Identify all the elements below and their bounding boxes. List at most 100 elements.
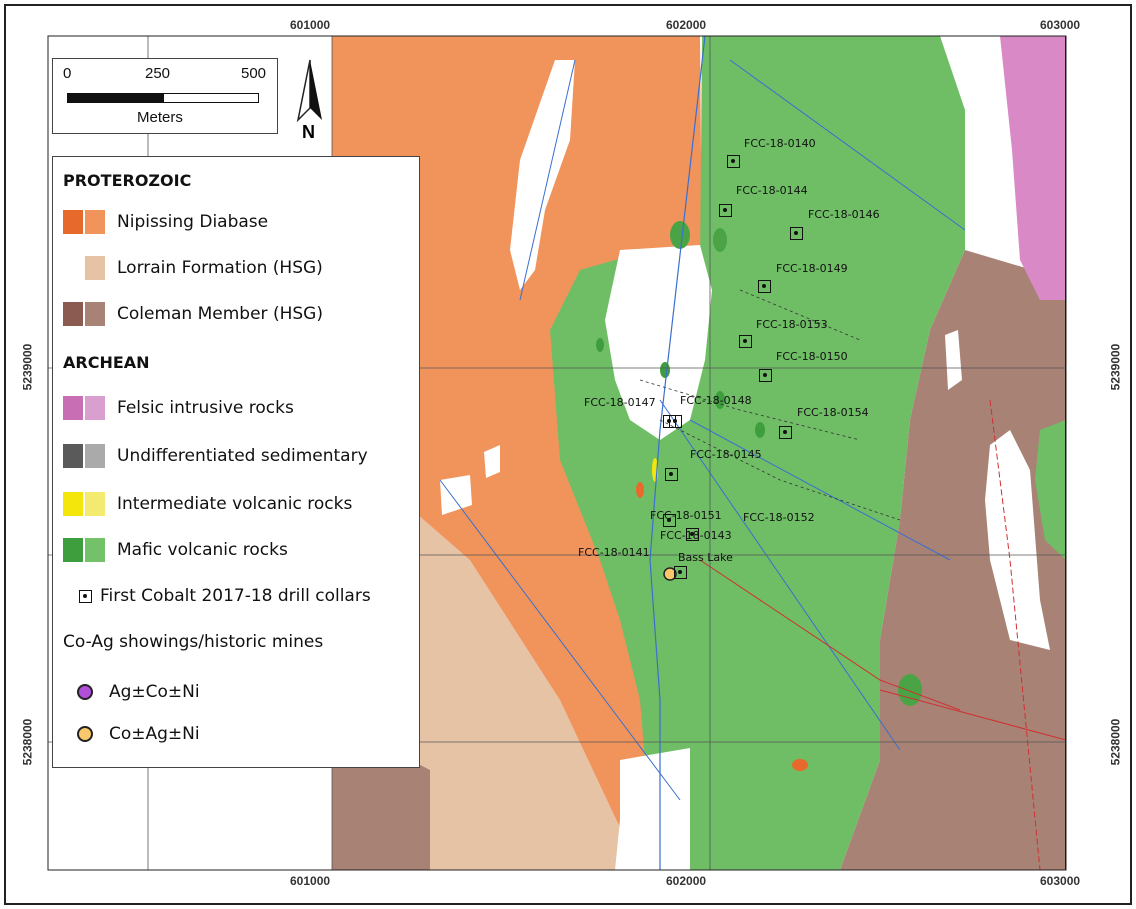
coleman-member-area-right xyxy=(840,250,1066,870)
swatch-mafic-dark xyxy=(63,538,83,562)
drill-hole-label: FCC-18-0146 xyxy=(808,208,880,221)
legend-item-drill: First Cobalt 2017-18 drill collars xyxy=(63,583,371,609)
legend-label-coleman: Coleman Member (HSG) xyxy=(117,304,323,324)
map-legend: PROTEROZOIC Nipissing Diabase Lorrain Fo… xyxy=(52,156,420,768)
drill-collar-0146 xyxy=(790,227,803,240)
outcrop-ne xyxy=(945,330,962,390)
legend-item-nipissing: Nipissing Diabase xyxy=(63,209,268,235)
legend-label-co: Co±Ag±Ni xyxy=(109,724,200,744)
swatch-nipissing-dark xyxy=(63,210,83,234)
coord-top-601000: 601000 xyxy=(290,18,331,32)
drill-hole-label: FCC-18-0148 xyxy=(680,394,752,407)
coord-bottom-602000: 602000 xyxy=(666,874,707,888)
coord-top-602000: 602000 xyxy=(666,18,707,32)
legend-item-ag: Ag±Co±Ni xyxy=(63,679,200,705)
swatch-felsic-dark xyxy=(63,396,83,420)
legend-item-co: Co±Ag±Ni xyxy=(63,721,200,747)
co-showing-icon xyxy=(77,726,93,742)
ag-showing-icon xyxy=(77,684,93,700)
legend-label-intermediate: Intermediate volcanic rocks xyxy=(117,494,353,514)
mafic-volcanic-patch-right xyxy=(1035,420,1066,560)
swatch-coleman-dark xyxy=(63,302,83,326)
coord-right-5238000: 5238000 xyxy=(1108,718,1123,766)
north-arrow-icon xyxy=(296,59,322,123)
mafic-volcanic-area xyxy=(550,36,965,870)
legend-item-showings-header: Co-Ag showings/historic mines xyxy=(63,629,323,655)
north-arrow: N xyxy=(290,58,330,148)
scale-tick-250: 250 xyxy=(145,65,171,82)
legend-label-showings: Co-Ag showings/historic mines xyxy=(63,632,324,652)
coord-right-5239000: 5239000 xyxy=(1108,343,1123,391)
lake-central xyxy=(605,245,712,440)
lake-south xyxy=(615,748,690,870)
drill-collar-0143 xyxy=(686,528,699,541)
co-ag-ni-showing-marker xyxy=(663,567,677,581)
outcrop-west xyxy=(440,475,472,515)
drill-collar-0148 xyxy=(669,415,682,428)
drill-collar-0140 xyxy=(727,155,740,168)
drill-collar-icon xyxy=(79,589,92,603)
drill-hole-label: FCC-18-0144 xyxy=(736,184,808,197)
legend-item-lorrain: Lorrain Formation (HSG) xyxy=(63,255,323,281)
swatch-undiff-dark xyxy=(63,444,83,468)
scale-unit: Meters xyxy=(137,109,183,126)
legend-label-undiff: Undifferentiated sedimentary xyxy=(117,446,368,466)
drill-collar-0151 xyxy=(663,514,676,527)
legend-header-proterozoic: PROTEROZOIC xyxy=(63,171,192,190)
drill-hole-label: FCC-18-0149 xyxy=(776,262,848,275)
coord-bottom-601000: 601000 xyxy=(290,874,331,888)
legend-item-undiff: Undifferentiated sedimentary xyxy=(63,443,368,469)
legend-item-coleman: Coleman Member (HSG) xyxy=(63,301,323,327)
drill-collar-0141 xyxy=(674,566,687,579)
coord-left-5239000: 5239000 xyxy=(20,343,35,391)
drill-hole-label: FCC-18-0143 xyxy=(660,529,732,542)
drill-hole-label: FCC-18-0145 xyxy=(690,448,762,461)
swatch-mafic-light xyxy=(85,538,105,562)
legend-label-nipissing: Nipissing Diabase xyxy=(117,212,269,232)
drill-hole-label: FCC-18-0140 xyxy=(744,137,816,150)
drill-hole-label: FCC-18-0151 xyxy=(650,509,722,522)
north-label: N xyxy=(302,122,315,142)
scale-tick-500: 500 xyxy=(241,65,267,82)
legend-item-mafic: Mafic volcanic rocks xyxy=(63,537,288,563)
scale-bar-filled xyxy=(67,93,163,103)
swatch-lorrain-blank xyxy=(63,256,83,280)
drill-collar-0145 xyxy=(665,468,678,481)
drill-hole-label: FCC-18-0152 xyxy=(743,511,815,524)
swatch-intermediate-dark xyxy=(63,492,83,516)
swatch-intermediate-light xyxy=(85,492,105,516)
legend-label-mafic: Mafic volcanic rocks xyxy=(117,540,288,560)
legend-label-ag: Ag±Co±Ni xyxy=(109,682,200,702)
scale-tick-0: 0 xyxy=(63,65,72,82)
drill-hole-label: FCC-18-0150 xyxy=(776,350,848,363)
scale-bar: 0 250 500 Meters xyxy=(52,58,278,134)
lake-west xyxy=(510,60,575,290)
legend-item-felsic: Felsic intrusive rocks xyxy=(63,395,294,421)
outcrop-small xyxy=(484,445,500,478)
coord-top-603000: 603000 xyxy=(1040,18,1081,32)
drill-hole-label: FCC-18-0153 xyxy=(756,318,828,331)
legend-label-felsic: Felsic intrusive rocks xyxy=(117,398,294,418)
swatch-lorrain xyxy=(85,256,105,280)
legend-header-archean: ARCHEAN xyxy=(63,353,150,372)
legend-label-lorrain: Lorrain Formation (HSG) xyxy=(117,258,323,278)
legend-label-drill: First Cobalt 2017-18 drill collars xyxy=(100,586,371,606)
coord-left-5238000: 5238000 xyxy=(20,718,35,766)
outcrop-east xyxy=(985,430,1050,650)
felsic-intrusive-area xyxy=(1000,36,1066,300)
swatch-coleman-light xyxy=(85,302,105,326)
drill-collar-0144 xyxy=(719,204,732,217)
drill-hole-label: FCC-18-0154 xyxy=(797,406,869,419)
swatch-undiff-light xyxy=(85,444,105,468)
coord-bottom-603000: 603000 xyxy=(1040,874,1081,888)
swatch-felsic-light xyxy=(85,396,105,420)
legend-item-intermediate: Intermediate volcanic rocks xyxy=(63,491,352,517)
drill-hole-label: FCC-18-0141 xyxy=(578,546,650,559)
drill-collar-0154 xyxy=(779,426,792,439)
scale-bar-empty xyxy=(163,93,259,103)
drill-collar-0149 xyxy=(758,280,771,293)
drill-collar-0153 xyxy=(739,335,752,348)
drill-hole-label: FCC-18-0147 xyxy=(584,396,656,409)
swatch-nipissing-light xyxy=(85,210,105,234)
lake-label: Bass Lake xyxy=(678,551,733,564)
